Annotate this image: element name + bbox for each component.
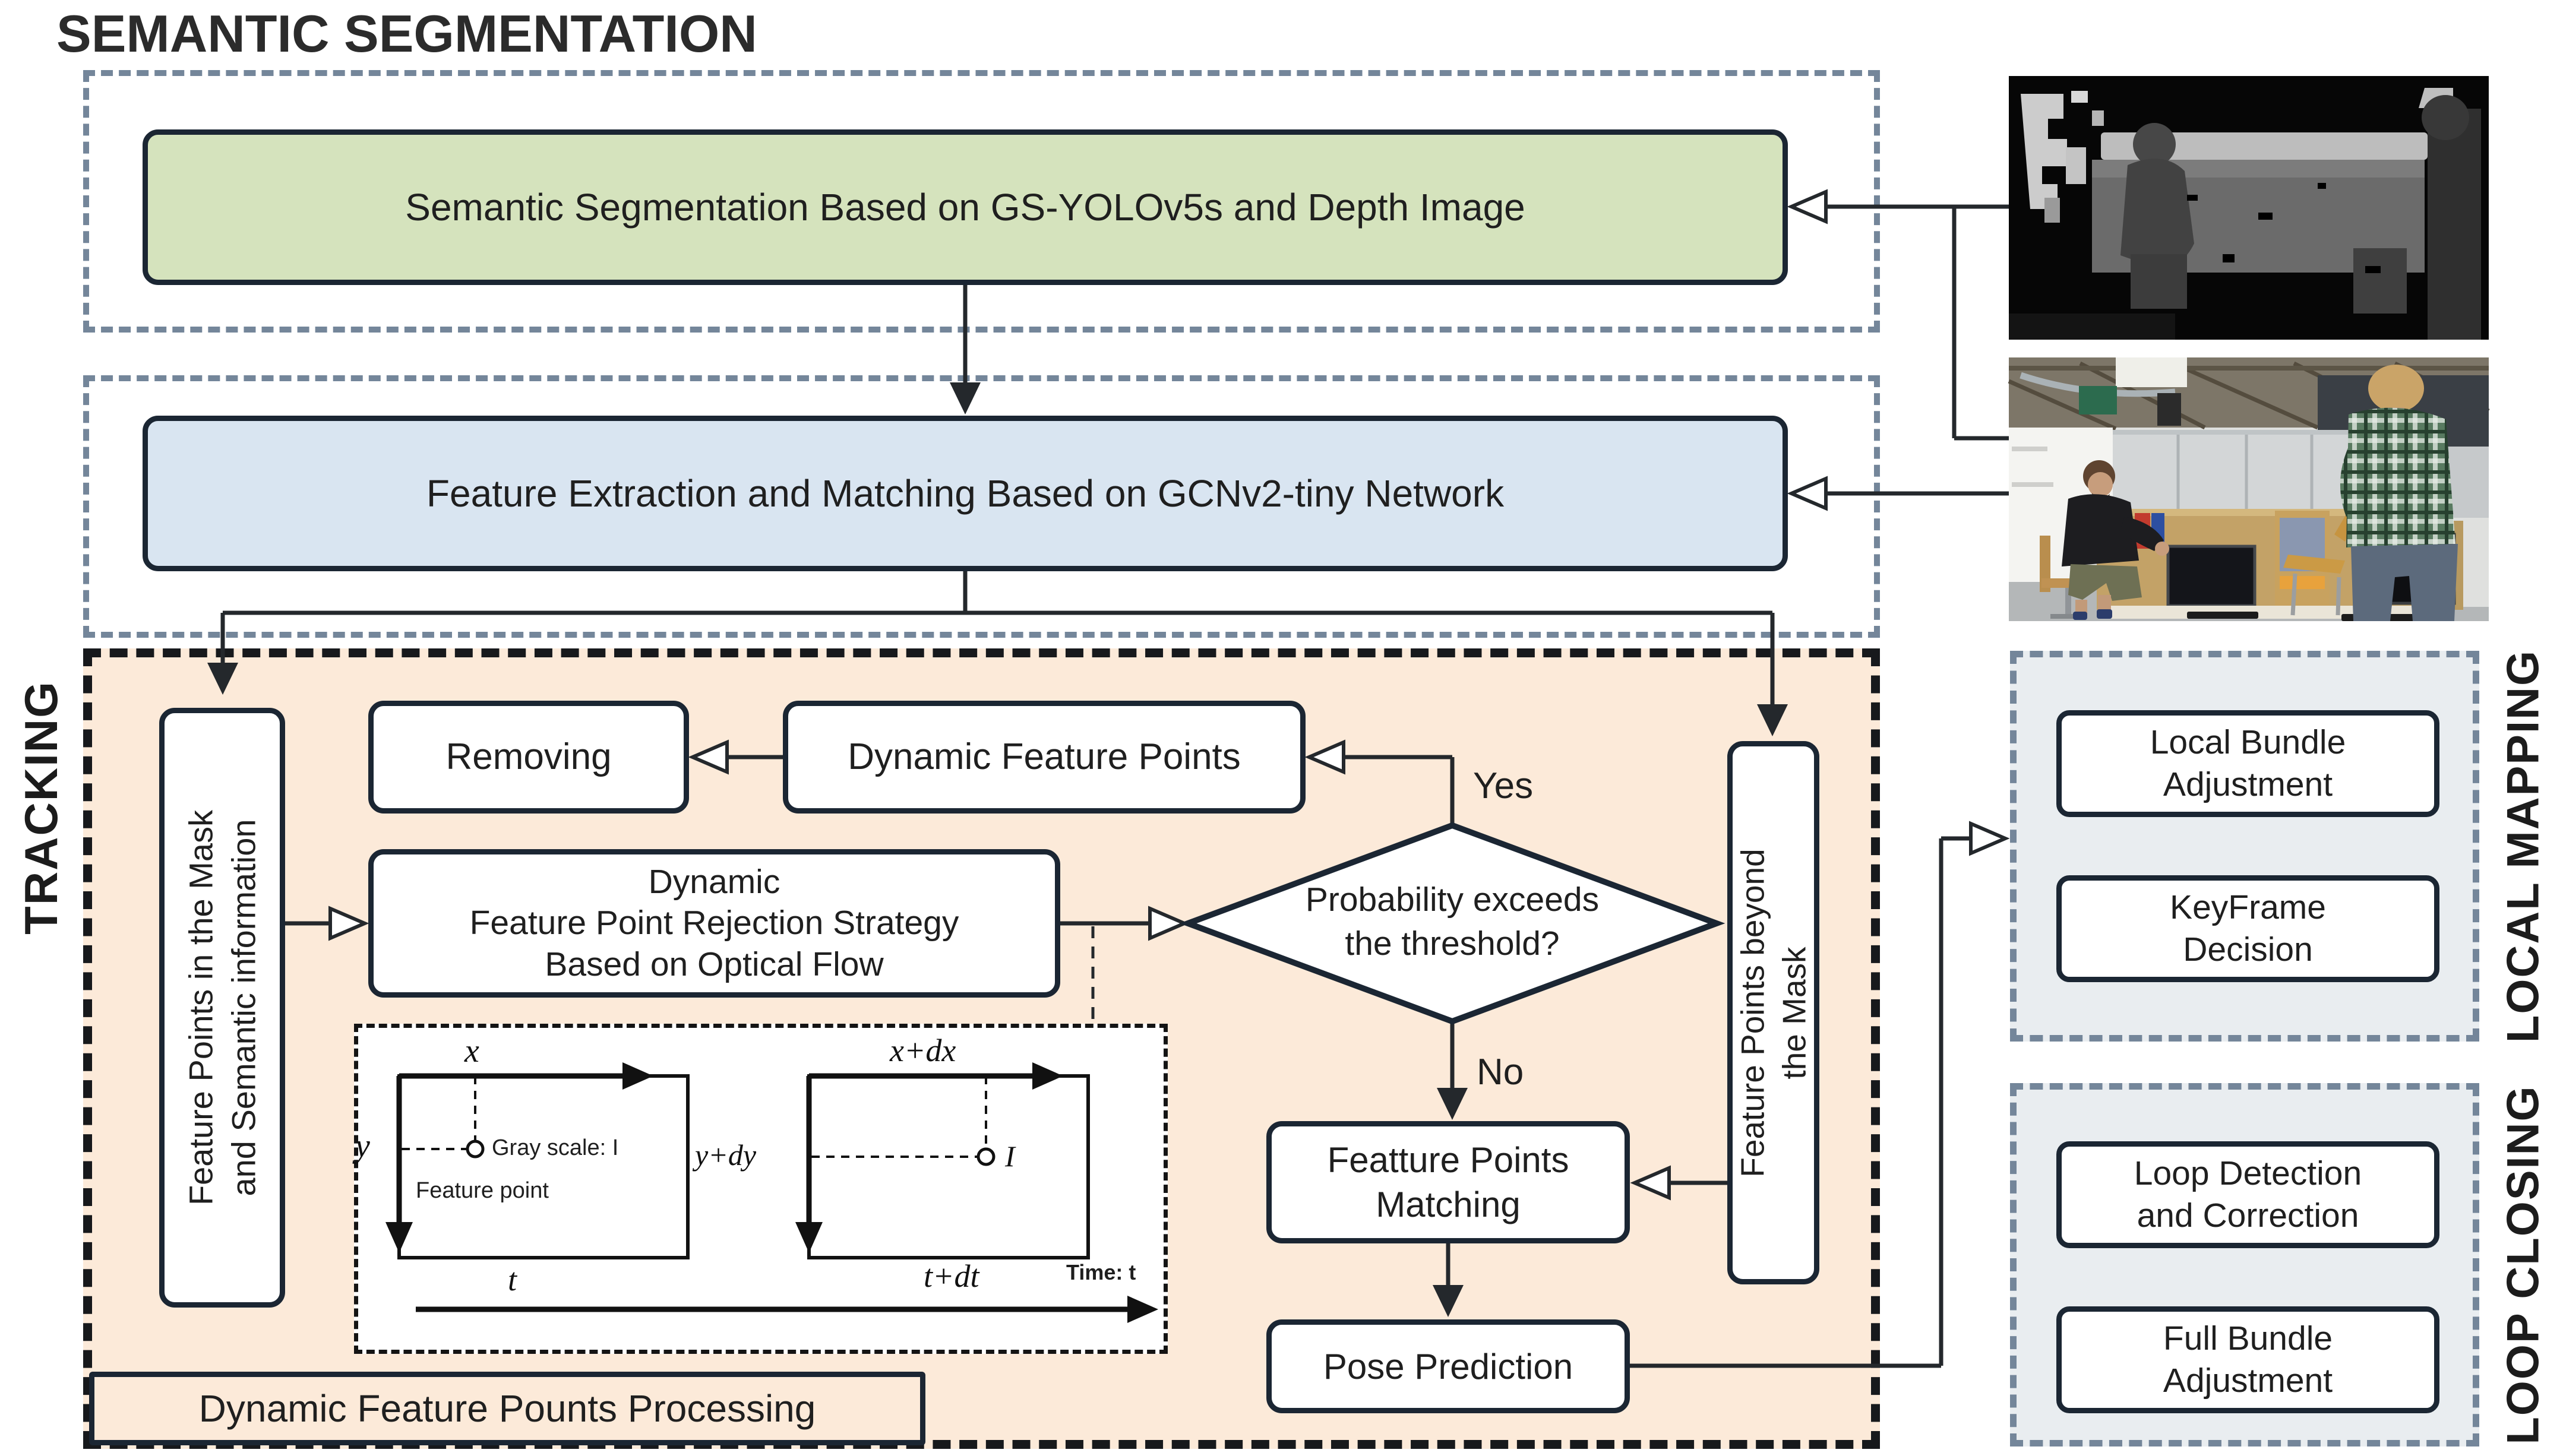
page-title: SEMANTIC SEGMENTATION — [56, 4, 757, 63]
local-mapping-label-wrap: LOCAL MAPPING — [2483, 649, 2563, 1043]
line-depth-to-segmentation — [1826, 204, 2009, 441]
arrow-right-icon — [622, 1062, 653, 1090]
t-label: t — [508, 1262, 517, 1297]
semantic-segmentation-text: Semantic Segmentation Based on GS-YOLOv5… — [405, 186, 1525, 229]
mask-feature-points-box: Feature Points in the Mask and Semantic … — [159, 708, 285, 1308]
connector-lines — [220, 204, 2009, 1368]
pose-prediction-text: Pose Prediction — [1323, 1346, 1573, 1387]
mask-feature-points-line1: Feature Points in the Mask — [182, 809, 220, 1206]
loop-closing-label-wrap: LOOP CLOSING — [2483, 1083, 2563, 1446]
decision-line1: Probability exceeds — [1305, 881, 1600, 919]
semantic-segmentation-box: Semantic Segmentation Based on GS-YOLOv5… — [143, 129, 1788, 285]
loop-detection-box: Loop Detection and Correction — [2056, 1141, 2439, 1248]
no-label: No — [1477, 1052, 1524, 1093]
solid-arrowheads — [207, 382, 1788, 1317]
x-dx-label: x+dx — [890, 1033, 956, 1068]
rgb-image — [2008, 357, 2490, 621]
feature-points-matching-box: Featture Points Matching — [1266, 1121, 1630, 1243]
arrow-down-icon — [1437, 1088, 1468, 1120]
y-label: y — [355, 1128, 370, 1164]
keyframe-line2: Decision — [2183, 930, 2313, 968]
decision-diamond-text: Probability exceeds the threshold? — [1215, 878, 1690, 966]
x-label: x — [464, 1033, 479, 1069]
full-bundle-line1: Full Bundle — [2163, 1319, 2333, 1357]
dynamic-feature-points-text: Dynamic Feature Points — [848, 736, 1241, 778]
arrow-left-icon — [1304, 739, 1345, 775]
processing-caption-text: Dynamic Feature Pounts Processing — [198, 1387, 816, 1430]
feature-point-dot — [466, 1140, 485, 1159]
local-bundle-line1: Local Bundle — [2150, 723, 2346, 761]
local-bundle-adjustment-box: Local Bundle Adjustment — [2056, 710, 2439, 817]
dynamic-feature-points-box: Dynamic Feature Points — [783, 701, 1306, 814]
loop-detection-line2: and Correction — [2137, 1197, 2359, 1235]
depth-image — [2009, 76, 2489, 340]
arrow-left-icon — [1787, 476, 1828, 511]
tracking-label-wrap: TRACKING — [0, 653, 83, 962]
y-dy-label: y+dy — [695, 1138, 757, 1172]
arrow-down-icon — [1433, 1285, 1464, 1317]
arrow-down-icon — [385, 1222, 413, 1253]
yes-label: Yes — [1473, 765, 1534, 806]
arrow-left-icon — [688, 739, 729, 775]
rejection-line2: Feature Point Rejection Strategy — [469, 904, 959, 942]
moved-feature-point-dot — [976, 1147, 996, 1166]
intensity-label: I — [1005, 1140, 1015, 1173]
arrow-right-icon — [1969, 821, 2010, 856]
beyond-mask-line2: the Mask — [1775, 946, 1813, 1080]
hollow-arrowheads — [328, 189, 2010, 1201]
t-dt-label: t+dt — [924, 1258, 979, 1294]
arrow-left-icon — [1630, 1165, 1671, 1201]
line-extraction-split — [220, 571, 1775, 704]
beyond-mask-line1: Feature Points beyond — [1734, 848, 1771, 1178]
time-label: Time: t — [1066, 1260, 1136, 1284]
mask-feature-points-line2: and Semantic information — [225, 819, 262, 1197]
matching-line2: Matching — [1376, 1185, 1521, 1224]
full-bundle-adjustment-box: Full Bundle Adjustment — [2056, 1306, 2439, 1413]
beyond-mask-text: Feature Points beyond the Mask — [1731, 849, 1815, 1177]
semantic-segmentation-section — [83, 70, 1880, 333]
arrow-down-icon — [207, 663, 238, 695]
feature-extraction-section — [83, 375, 1880, 638]
keyframe-line1: KeyFrame — [2170, 888, 2326, 926]
decision-line2: the threshold? — [1345, 925, 1560, 963]
loop-closing-label: LOOP CLOSING — [2497, 1085, 2548, 1445]
feature-extraction-text: Feature Extraction and Matching Based on… — [426, 472, 1505, 515]
keyframe-decision-box: KeyFrame Decision — [2056, 875, 2439, 982]
tracking-label: TRACKING — [15, 680, 68, 935]
beyond-mask-box: Feature Points beyond the Mask — [1727, 741, 1819, 1284]
rejection-line1: Dynamic — [648, 862, 780, 901]
optical-flow-inset — [354, 1024, 1168, 1354]
optical-flow-inset-graphics — [385, 1062, 1158, 1323]
arrow-right-icon — [1127, 1296, 1158, 1323]
line-pose-to-localmapping — [1630, 836, 1971, 1368]
matching-line1: Featture Points — [1327, 1140, 1569, 1180]
pose-prediction-box: Pose Prediction — [1266, 1319, 1630, 1413]
feature-point-label: Feature point — [416, 1178, 549, 1203]
arrow-right-icon — [1032, 1062, 1063, 1090]
full-bundle-line2: Adjustment — [2163, 1362, 2333, 1400]
arrow-right-icon — [328, 906, 369, 941]
removing-text: Removing — [445, 736, 612, 778]
arrow-down-icon — [795, 1222, 823, 1253]
decision-diamond-shape — [1179, 822, 1725, 1025]
line-decision-yes — [1344, 755, 1455, 825]
processing-caption-box: Dynamic Feature Pounts Processing — [89, 1372, 925, 1445]
arrow-down-icon — [1757, 704, 1788, 736]
removing-box: Removing — [368, 701, 689, 814]
feature-extraction-box: Feature Extraction and Matching Based on… — [143, 416, 1788, 571]
arrow-right-icon — [1148, 906, 1189, 941]
arrow-left-icon — [1787, 189, 1828, 224]
arrow-down-icon — [950, 382, 981, 414]
gray-scale-label: Gray scale: I — [492, 1135, 619, 1160]
local-mapping-label: LOCAL MAPPING — [2497, 649, 2548, 1043]
local-bundle-line2: Adjustment — [2163, 765, 2333, 803]
rejection-line3: Based on Optical Flow — [545, 945, 884, 983]
rejection-strategy-box: Dynamic Feature Point Rejection Strategy… — [368, 849, 1060, 998]
loop-detection-line1: Loop Detection — [2134, 1154, 2362, 1192]
mask-feature-points-text: Feature Points in the Mask and Semantic … — [179, 810, 264, 1205]
